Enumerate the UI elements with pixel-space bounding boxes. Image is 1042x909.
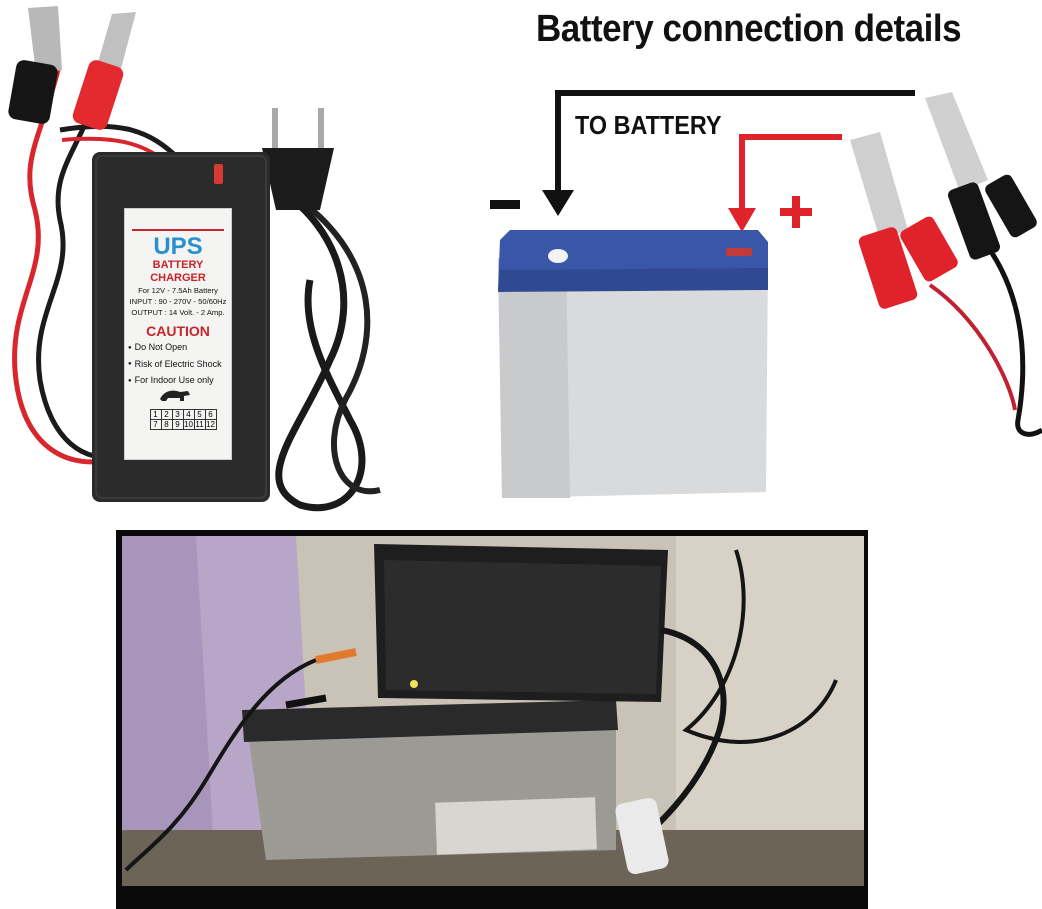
label-caution-item: For Indoor Use only <box>128 372 228 389</box>
month-cell: 2 <box>160 408 173 420</box>
label-output-spec: OUTPUT : 14 Volt. - 2 Amp. <box>131 308 225 317</box>
connection-diagram <box>490 90 1042 498</box>
red-cable <box>12 69 111 465</box>
lead-acid-battery <box>242 700 618 860</box>
label-caution-item: Do Not Open <box>128 339 228 356</box>
month-cell: 1 <box>149 408 162 420</box>
month-grid: 1 2 3 4 5 6 7 8 9 10 11 12 <box>140 408 217 430</box>
battery-icon <box>498 230 768 498</box>
positive-wire <box>739 134 842 210</box>
label-brand: UPS <box>153 233 203 260</box>
charger-product-illustration <box>8 6 381 512</box>
label-input-spec: INPUT : 90 - 270V - 50/60Hz <box>129 297 227 306</box>
label-product: BATTERY CHARGER <box>150 259 206 284</box>
month-cell: 11 <box>193 418 206 430</box>
diagram-title: Battery connection details <box>536 8 962 50</box>
month-cell: 6 <box>204 408 217 420</box>
month-cell: 3 <box>171 408 184 420</box>
installation-photo-illustration <box>116 530 868 909</box>
clip-cable-red <box>928 283 1017 411</box>
charger-led <box>214 164 223 184</box>
power-cord <box>275 187 366 512</box>
black-clip-icon <box>8 6 62 124</box>
charger-status-led <box>410 680 418 688</box>
wall-plug <box>615 797 669 875</box>
negative-symbol-icon <box>490 200 520 209</box>
negative-arrow-icon <box>542 190 574 216</box>
red-clip-icon <box>72 12 136 130</box>
black-cable <box>36 89 121 460</box>
month-cell: 9 <box>171 418 184 430</box>
positive-symbol-icon <box>780 196 812 228</box>
month-cell: 8 <box>160 418 173 430</box>
month-cell: 7 <box>149 418 162 430</box>
month-cell: 10 <box>182 418 195 430</box>
label-top-rule <box>132 229 224 231</box>
negative-wire <box>555 90 915 195</box>
red-alligator-clip-icon <box>850 132 958 309</box>
wire-label: TO BATTERY <box>575 110 722 140</box>
label-caution-item: Risk of Electric Shock <box>128 356 228 373</box>
charger-label: UPS BATTERY CHARGER For 12V - 7.5Ah Batt… <box>124 208 232 460</box>
label-battery-spec: For 12V - 7.5Ah Battery <box>138 286 218 295</box>
lion-logo-icon <box>160 390 190 401</box>
positive-arrow-icon <box>728 208 756 232</box>
charger-unit <box>374 544 668 702</box>
plug-icon <box>262 108 334 210</box>
label-caution-heading: CAUTION <box>146 323 210 339</box>
clip-cable-black <box>987 248 1042 437</box>
month-cell: 12 <box>204 418 217 430</box>
black-alligator-clip-icon <box>925 92 1037 260</box>
month-cell: 5 <box>193 408 206 420</box>
month-cell: 4 <box>182 408 195 420</box>
